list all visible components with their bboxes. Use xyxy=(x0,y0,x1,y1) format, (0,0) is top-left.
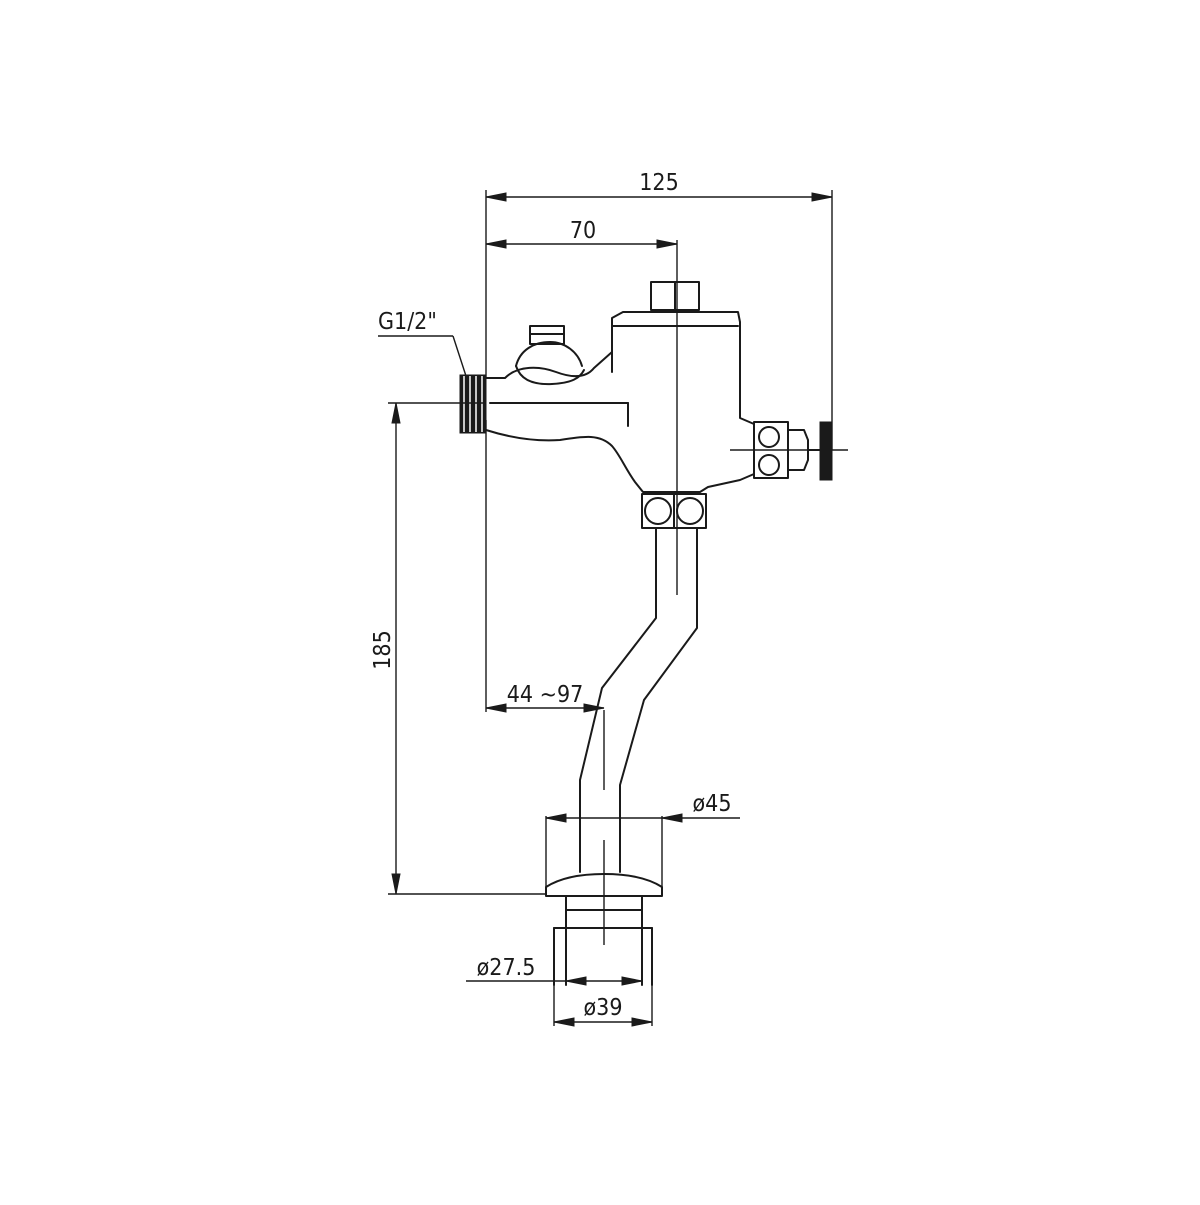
dimension-d27-5: ø27.5 xyxy=(466,955,643,986)
thread-callout: G1/2" xyxy=(378,309,467,377)
dimension-125: 125 xyxy=(485,170,833,450)
push-button xyxy=(730,421,848,481)
label-185: 185 xyxy=(370,630,396,670)
outlet-hex-nut xyxy=(641,493,707,529)
inlet-thread xyxy=(459,374,487,434)
dimension-d39: ø39 xyxy=(553,985,653,1027)
adjusting-screw-nut xyxy=(515,325,585,386)
dimension-185: 185 xyxy=(370,402,546,895)
valve-body xyxy=(485,311,755,493)
label-d45: ø45 xyxy=(693,791,732,817)
top-cap-nut xyxy=(650,281,700,311)
dimension-d45: ø45 xyxy=(545,791,740,887)
label-d39: ø39 xyxy=(584,995,623,1021)
label-44-97: 44 ~97 xyxy=(507,682,584,708)
label-thread: G1/2" xyxy=(378,309,437,335)
label-70: 70 xyxy=(570,218,596,244)
centerlines xyxy=(603,240,678,945)
dimension-44-97: 44 ~97 xyxy=(485,420,605,713)
flush-pipe xyxy=(579,527,698,873)
label-d27-5: ø27.5 xyxy=(477,955,536,981)
dimension-70: 70 xyxy=(485,218,678,249)
label-125: 125 xyxy=(639,170,679,196)
